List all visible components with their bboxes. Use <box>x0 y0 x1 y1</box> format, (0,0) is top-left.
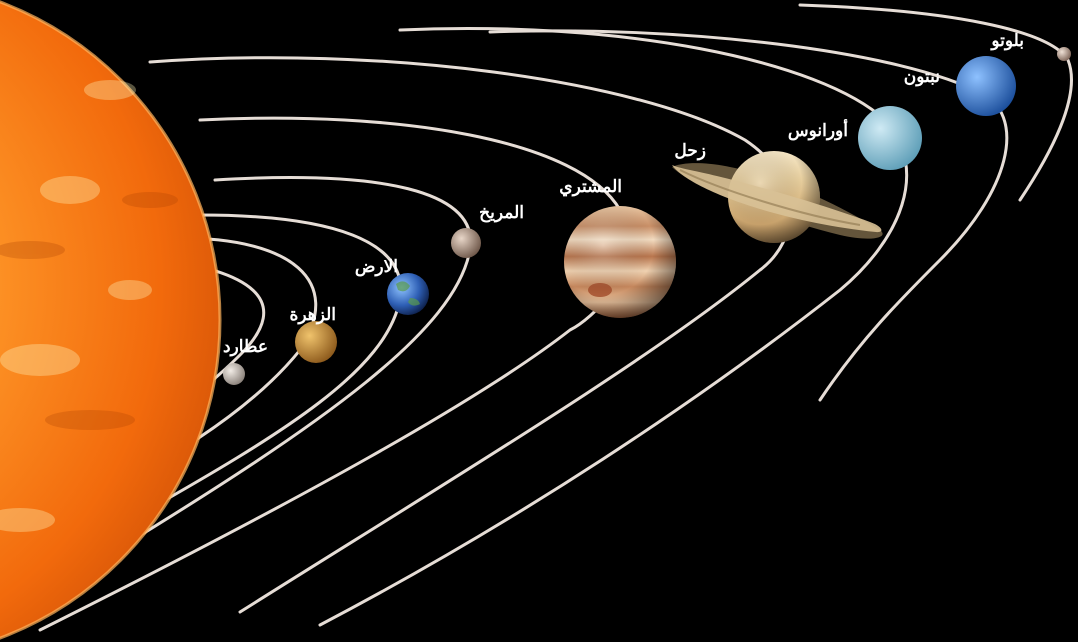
planet-saturn <box>672 151 883 243</box>
sun <box>0 0 222 640</box>
planet-venus <box>295 321 337 363</box>
label-neptune: نبتون <box>904 67 940 87</box>
planet-neptune <box>956 56 1016 116</box>
label-mars: المريخ <box>479 203 524 223</box>
label-jupiter: المشتري <box>559 177 622 197</box>
planet-mercury <box>223 363 245 385</box>
orbit-uranus <box>318 27 909 627</box>
planet-pluto <box>1057 47 1071 61</box>
label-pluto: بلوتو <box>989 31 1024 51</box>
label-venus: الزهرة <box>289 305 336 325</box>
label-uranus: أورانوس <box>788 118 848 141</box>
planet-jupiter <box>564 206 676 318</box>
planet-earth <box>387 273 429 315</box>
planet-uranus <box>858 106 922 170</box>
label-earth: الارض <box>355 257 398 277</box>
orbit-neptune <box>488 29 1009 402</box>
label-saturn: زحل <box>674 141 706 161</box>
planet-mars <box>451 228 481 258</box>
orbit-mars <box>98 176 473 562</box>
label-mercury: عطارد <box>223 337 268 357</box>
